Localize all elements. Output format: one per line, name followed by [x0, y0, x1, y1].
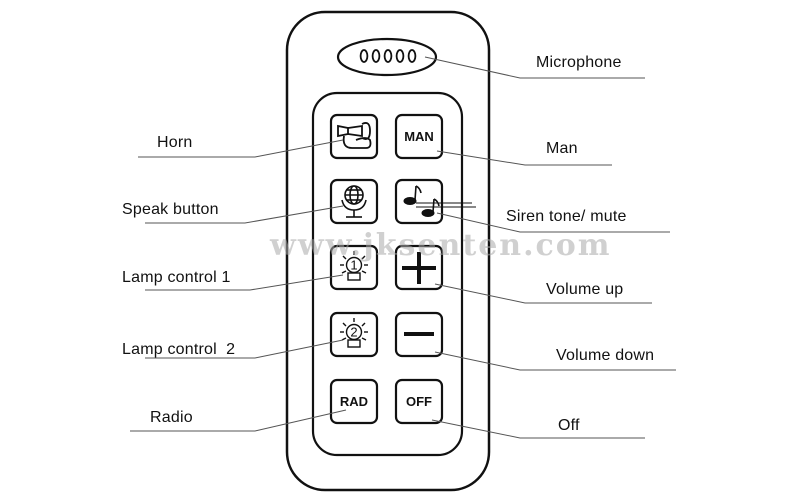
- siren-mute-button[interactable]: [394, 178, 476, 225]
- leader-lamp1: [145, 274, 344, 291]
- leader-man: [436, 150, 612, 166]
- lamp-2-number: 2: [350, 325, 357, 340]
- plus-icon: [402, 252, 436, 284]
- label-lamp-control-2: Lamp control 2: [122, 341, 236, 358]
- label-volume-up: Volume up: [546, 281, 624, 298]
- leader-speak: [145, 205, 344, 224]
- lamp2-button[interactable]: 2: [329, 311, 379, 358]
- lamp-1-icon: [340, 251, 368, 281]
- label-off: Off: [558, 417, 580, 434]
- man-button[interactable]: MAN: [394, 113, 444, 160]
- microphone-grille: [336, 37, 438, 77]
- leader-volume-up: [434, 283, 652, 304]
- off-button[interactable]: OFF: [394, 378, 444, 425]
- radio-button-label: RAD: [340, 394, 368, 409]
- man-button-label: MAN: [404, 129, 434, 144]
- lamp-1-number: 1: [350, 258, 357, 273]
- leader-radio: [130, 409, 347, 432]
- label-siren-tone-mute: Siren tone/ mute: [506, 208, 627, 225]
- leader-off: [431, 419, 645, 439]
- leader-volume-down: [434, 351, 676, 371]
- speak-button[interactable]: [329, 178, 379, 225]
- label-horn: Horn: [157, 134, 193, 151]
- label-lamp-control-1: Lamp control 1: [122, 269, 231, 286]
- label-radio: Radio: [150, 409, 193, 426]
- watermark-text: www.jksenten.com: [270, 228, 612, 263]
- volume-up-button[interactable]: [394, 244, 444, 291]
- leader-lines: [130, 56, 676, 439]
- volume-down-button[interactable]: [394, 311, 444, 358]
- radio-button[interactable]: RAD: [329, 378, 379, 425]
- leader-microphone: [424, 56, 645, 79]
- label-microphone: Microphone: [536, 54, 622, 71]
- label-man: Man: [546, 140, 578, 157]
- label-volume-down: Volume down: [556, 347, 655, 364]
- label-speak-button: Speak button: [122, 201, 219, 218]
- off-button-label: OFF: [406, 394, 432, 409]
- lamp1-button[interactable]: 1: [329, 244, 379, 291]
- horn-icon: [337, 122, 372, 149]
- leader-siren: [436, 212, 670, 233]
- horn-button[interactable]: [329, 113, 379, 160]
- leader-lamp2: [145, 339, 344, 359]
- leader-horn: [138, 139, 344, 158]
- music-notes-icon: [403, 185, 476, 217]
- globe-microphone-icon: [341, 185, 367, 218]
